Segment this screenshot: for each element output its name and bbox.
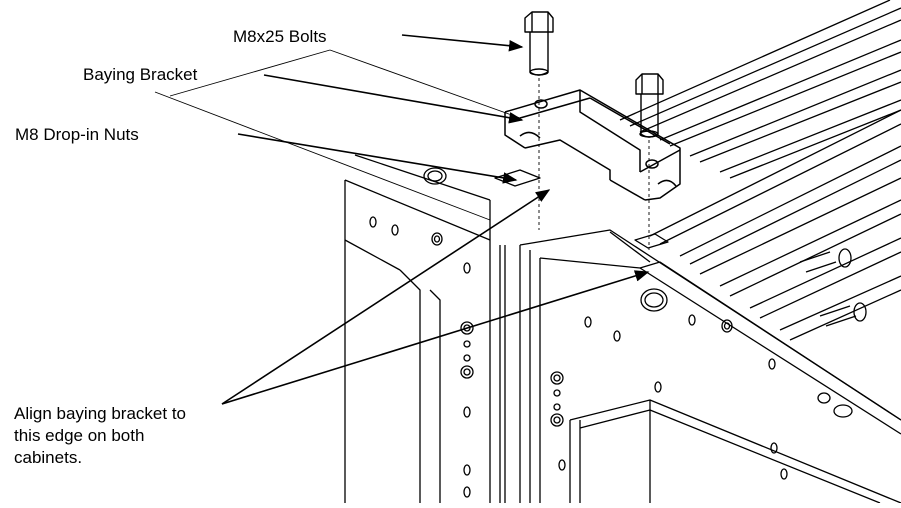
align-line-1: Align baying bracket to	[14, 404, 186, 423]
drop-in-nut-right	[634, 233, 669, 249]
top-rail-right	[619, 0, 901, 341]
bolt-left	[524, 11, 554, 76]
bolt-right	[635, 73, 664, 138]
leader-bracket	[263, 74, 524, 124]
leader-nuts	[237, 133, 518, 184]
leader-align-left	[221, 189, 551, 405]
align-line-3: cabinets.	[14, 448, 83, 467]
baying-bracket	[504, 89, 681, 201]
leader-align-right	[221, 270, 650, 405]
label-m8-drop-in-nuts: M8 Drop-in Nuts	[15, 125, 139, 144]
right-cabinet	[519, 229, 901, 504]
align-line-2: this edge on both	[14, 426, 145, 445]
label-baying-bracket: Baying Bracket	[83, 65, 198, 84]
label-m8x25-bolts: M8x25 Bolts	[233, 27, 327, 46]
label-align-instruction: Align baying bracket to this edge on bot…	[14, 403, 186, 469]
left-cabinet	[154, 49, 521, 503]
leader-bolts	[401, 34, 524, 52]
